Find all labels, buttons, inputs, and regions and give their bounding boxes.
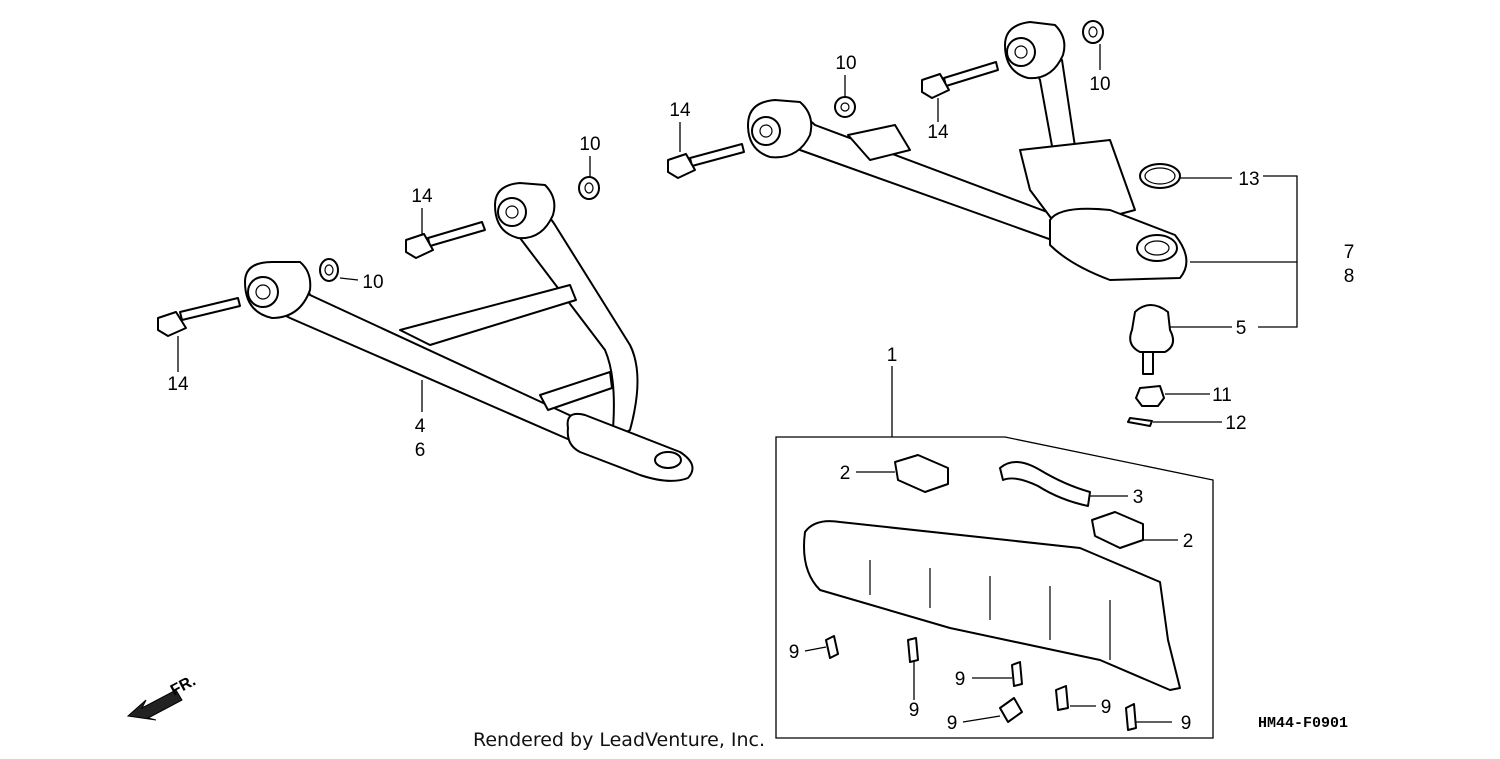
bolt-14-rear-right[interactable]: [921, 61, 999, 99]
callout-1: 1: [887, 345, 898, 366]
callout-10-front-left: 10: [362, 272, 383, 293]
clamp-2-right[interactable]: [1091, 511, 1144, 549]
skid-plate[interactable]: [803, 520, 1181, 691]
callout-5: 5: [1236, 318, 1247, 339]
callout-9-a: 9: [789, 642, 800, 663]
upper-arm-right[interactable]: [747, 21, 1188, 281]
nut-10-rear-left[interactable]: [578, 176, 600, 200]
diagram-code: HM44-F0901: [1258, 715, 1348, 732]
bolt-14-front-right[interactable]: [667, 143, 745, 179]
clamp-2-left[interactable]: [894, 454, 949, 493]
callout-9-e: 9: [1101, 697, 1112, 718]
callout-10-rear-right: 10: [1089, 74, 1110, 95]
callout-12: 12: [1225, 413, 1246, 434]
bolt-14-rear-left[interactable]: [405, 221, 486, 259]
callout-labels: 14 10 14 10 4 6 14 10 14 10 13 7 8 5 11 …: [167, 53, 1354, 734]
callout-10-front-right: 10: [835, 53, 856, 74]
clamp-3[interactable]: [999, 461, 1091, 507]
callout-8: 8: [1344, 266, 1355, 287]
front-direction-arrow: FR.: [126, 672, 199, 721]
callout-9-c: 9: [955, 669, 966, 690]
callout-10-rear-left: 10: [579, 134, 600, 155]
castle-nut-11[interactable]: [1135, 385, 1165, 407]
kit-outline-1: [775, 436, 1214, 739]
callout-3: 3: [1133, 487, 1144, 508]
callout-2-right: 2: [1183, 531, 1194, 552]
bolt-14-front-left[interactable]: [157, 297, 241, 337]
callout-14-front-left: 14: [167, 374, 189, 395]
callout-7: 7: [1344, 242, 1355, 263]
nut-10-front-left[interactable]: [319, 258, 339, 282]
callout-13: 13: [1238, 169, 1259, 190]
callout-2-left: 2: [840, 463, 851, 484]
callout-14-rear-left: 14: [411, 186, 433, 207]
callout-9-f: 9: [1181, 713, 1192, 734]
callout-9-b: 9: [909, 700, 920, 721]
nut-10-front-right[interactable]: [834, 96, 856, 118]
callout-14-front-right: 14: [669, 100, 691, 121]
snap-ring-13[interactable]: [1139, 163, 1181, 189]
callout-6: 6: [415, 440, 426, 461]
callout-4: 4: [415, 416, 426, 437]
callout-14-rear-right: 14: [927, 122, 949, 143]
bolt-9-set[interactable]: [825, 635, 1137, 731]
ball-joint-5[interactable]: [1129, 304, 1175, 375]
nut-10-rear-right[interactable]: [1082, 20, 1104, 44]
render-credit: Rendered by LeadVenture, Inc.: [473, 729, 766, 751]
callout-11: 11: [1212, 385, 1232, 406]
lower-arm-left[interactable]: [244, 182, 694, 482]
callout-9-d: 9: [947, 713, 958, 734]
cotter-pin-12[interactable]: [1127, 417, 1153, 427]
leader-lines: [177, 44, 1298, 723]
